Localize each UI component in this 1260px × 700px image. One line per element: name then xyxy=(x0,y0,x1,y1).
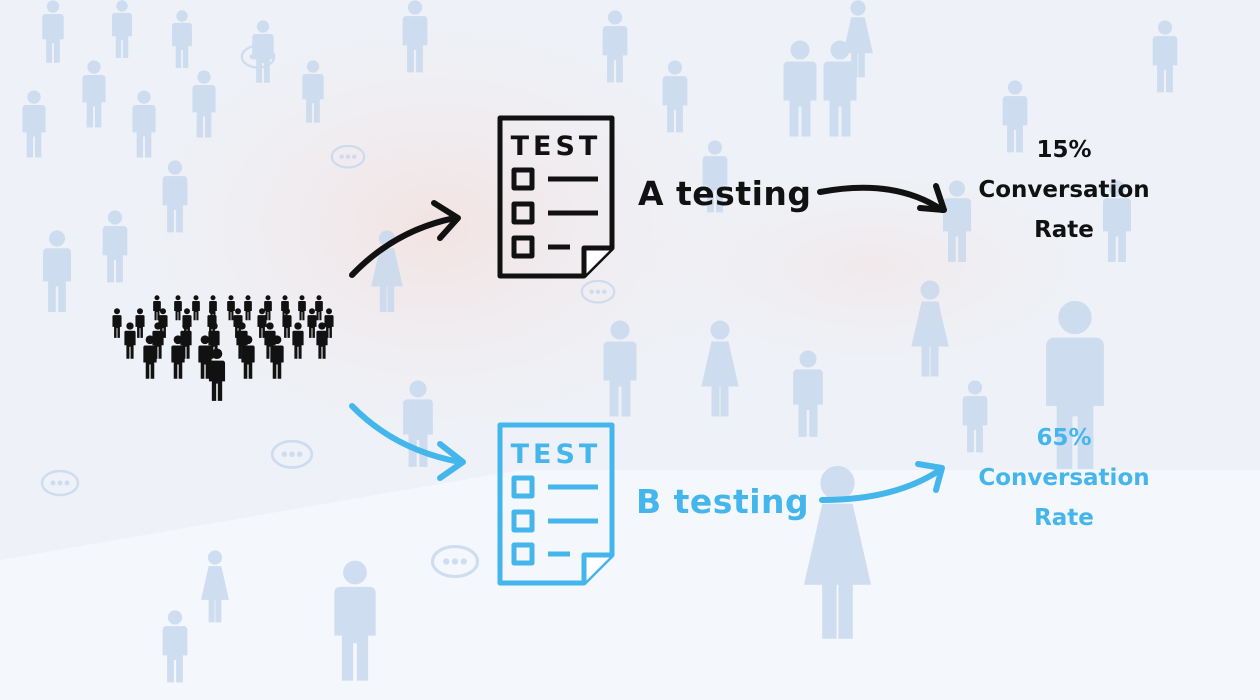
crowd-person xyxy=(171,335,185,379)
arrow-b-to-rate xyxy=(819,461,945,503)
variant-a-rate-line2: Rate xyxy=(1034,217,1094,243)
crowd-person xyxy=(174,295,182,321)
crowd-person xyxy=(208,348,226,401)
variant-b-rate-line1: Conversation xyxy=(978,465,1150,491)
variant-a-label: A testing xyxy=(638,174,812,213)
variant-a-rate-line1: Conversation xyxy=(978,177,1150,203)
crowd-person xyxy=(143,335,157,379)
crowd-person xyxy=(241,335,255,379)
crowd-person xyxy=(227,295,235,321)
arrow-audience-to-b xyxy=(349,403,466,481)
crowd-person xyxy=(192,295,200,321)
crowd-person xyxy=(198,335,212,379)
crowd-person xyxy=(316,322,328,359)
variant-a-conversion: 15% Conversation Rate xyxy=(964,130,1164,250)
arrow-a-to-rate xyxy=(817,183,947,213)
test-document-a-label: TEST xyxy=(511,131,602,162)
variant-b-conversion: 65% Conversation Rate xyxy=(964,418,1164,538)
crowd-person xyxy=(112,308,122,338)
crowd-person xyxy=(307,308,317,338)
variant-b-rate-percent: 65% xyxy=(1036,425,1092,451)
variant-b-label: B testing xyxy=(636,482,810,521)
crowd-person xyxy=(315,295,323,321)
variant-b-rate-line2: Rate xyxy=(1034,505,1094,531)
crowd-person xyxy=(244,295,252,321)
crowd-person xyxy=(257,308,267,338)
test-document-b-label: TEST xyxy=(511,439,602,470)
crowd-person xyxy=(282,308,292,338)
crowd-person xyxy=(135,308,145,338)
crowd-person xyxy=(298,295,306,321)
crowd-person xyxy=(270,335,284,379)
crowd-person xyxy=(292,322,304,359)
variant-a-rate-percent: 15% xyxy=(1036,137,1092,163)
crowd-person xyxy=(124,322,136,359)
arrow-audience-to-a xyxy=(349,200,461,278)
